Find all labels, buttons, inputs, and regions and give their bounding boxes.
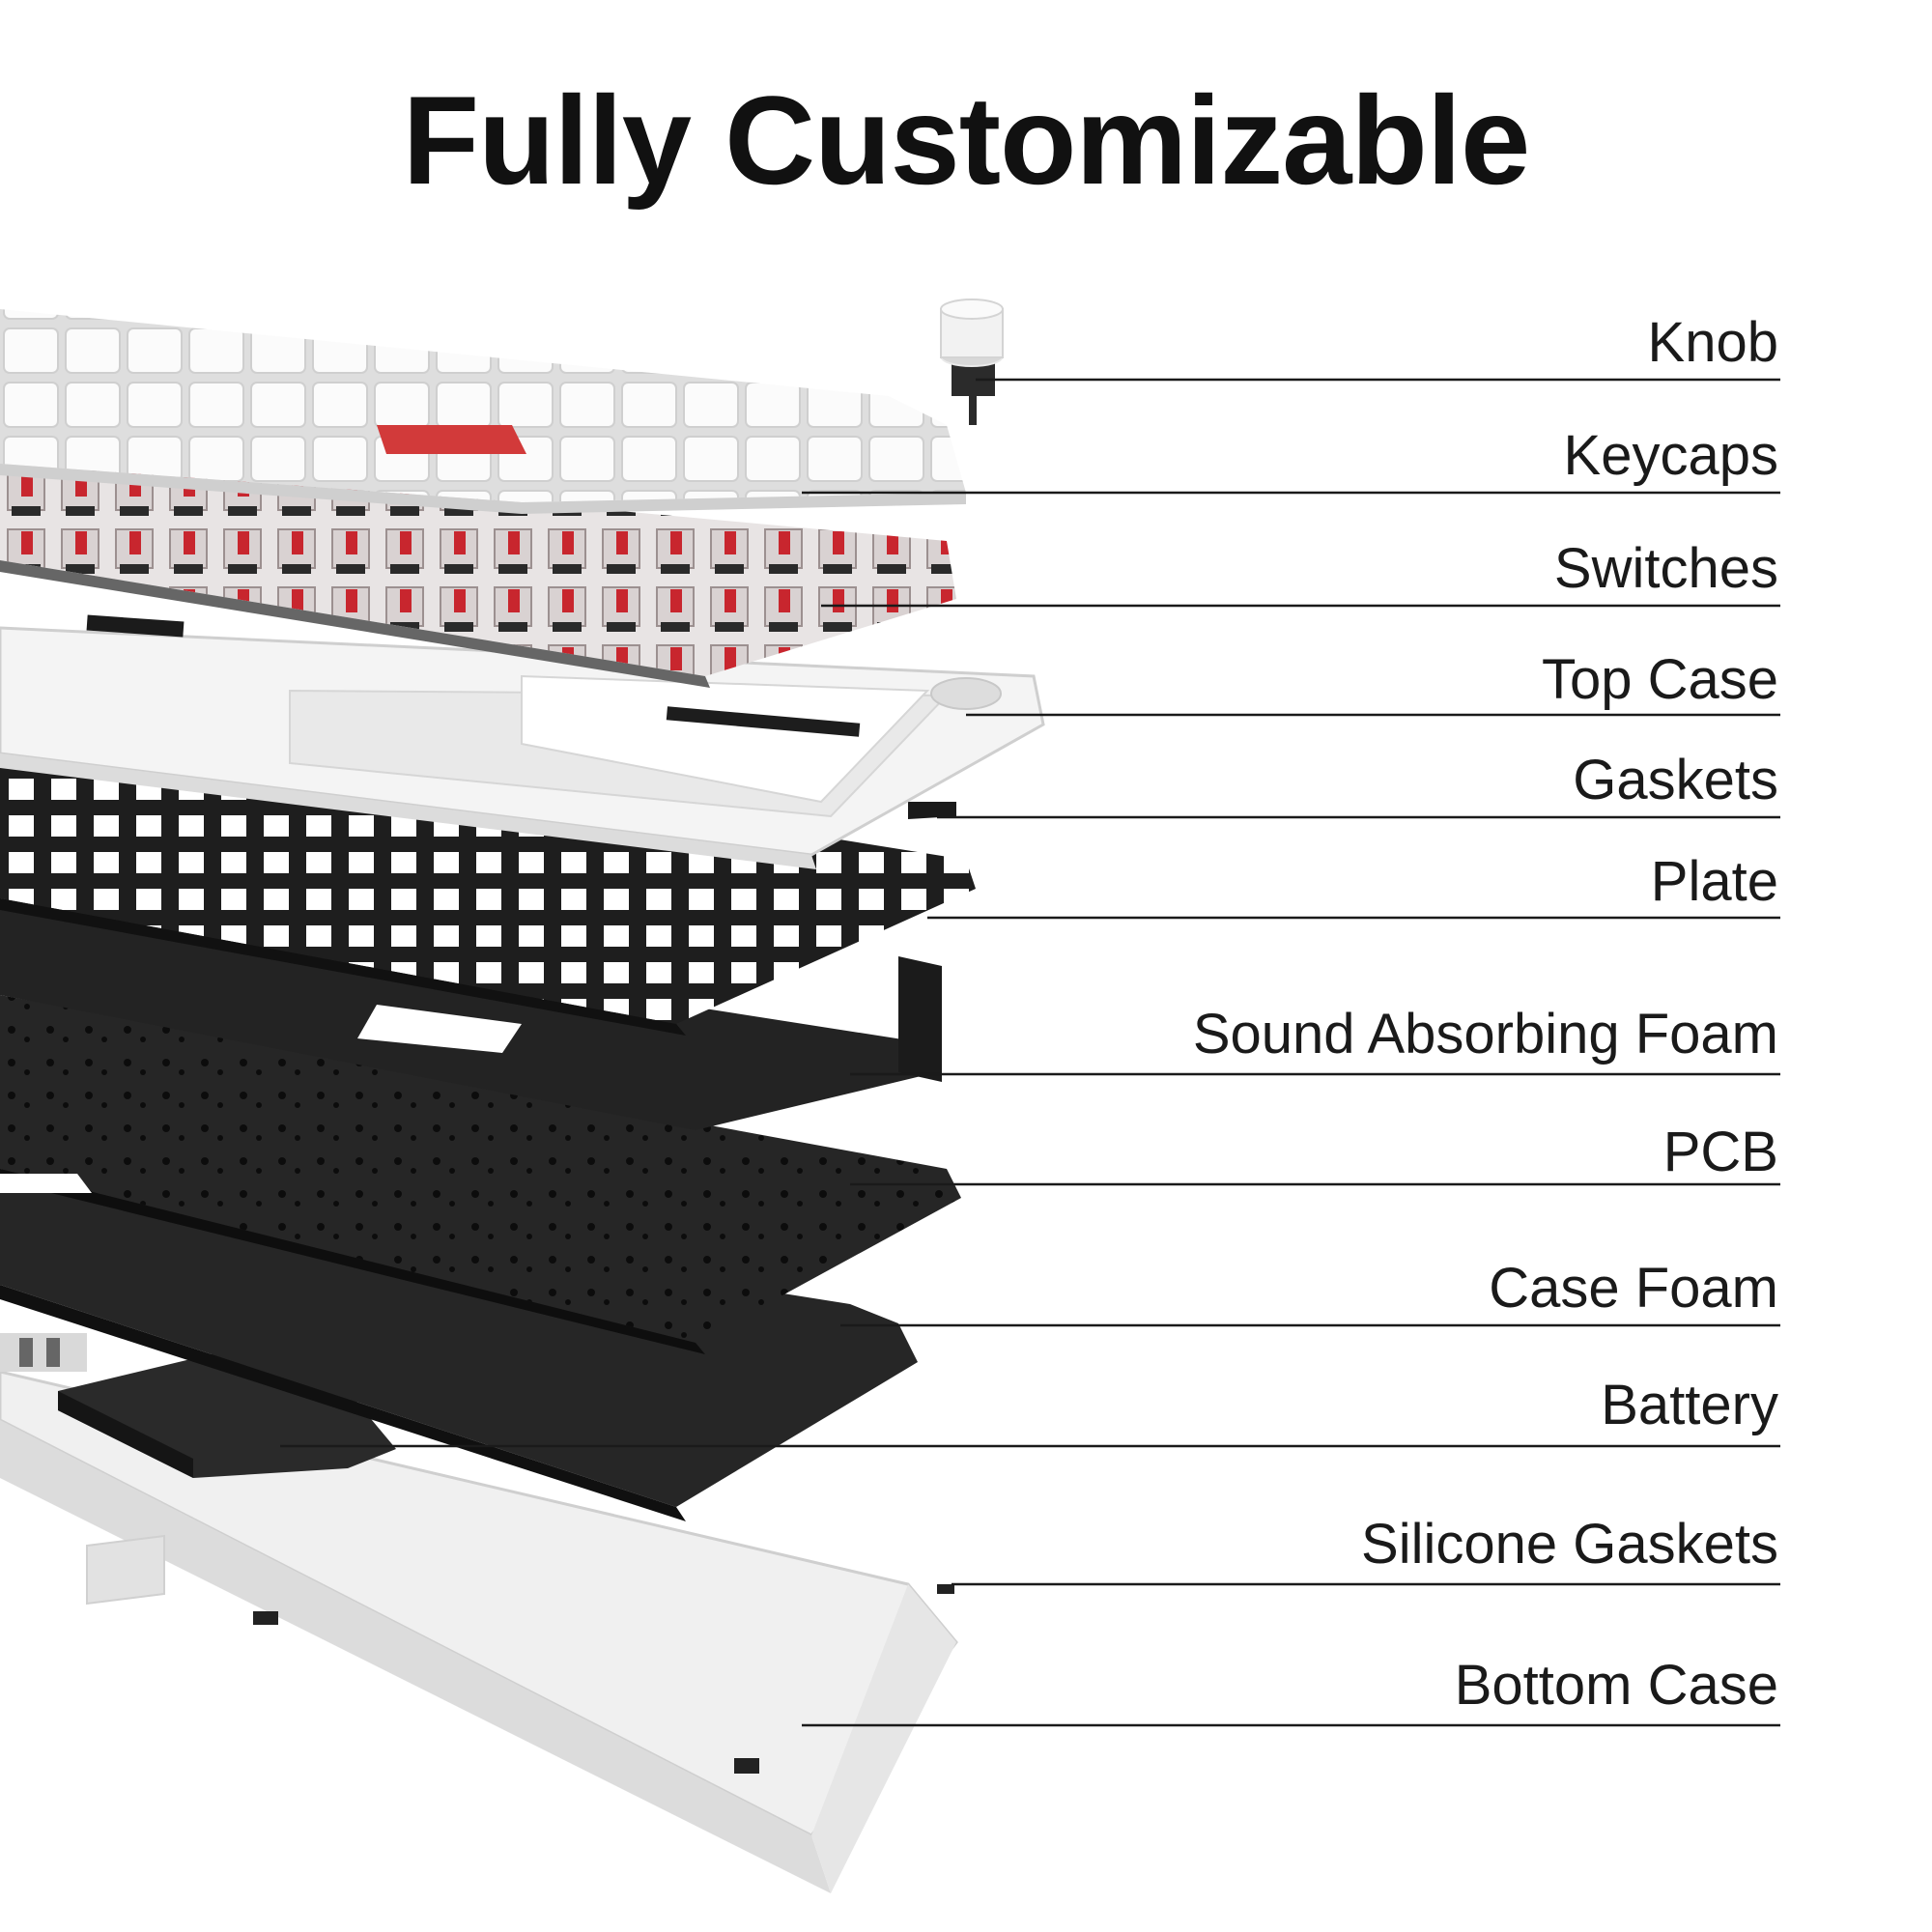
switches-part bbox=[0, 454, 956, 688]
gasket-bar-part bbox=[86, 614, 185, 638]
sound-absorbing-foam-part bbox=[0, 898, 942, 1130]
top-case-part bbox=[0, 626, 1045, 869]
label-gaskets: Gaskets bbox=[1573, 749, 1778, 811]
label-sound-absorbing-foam: Sound Absorbing Foam bbox=[1192, 1003, 1778, 1065]
label-silicone-gaskets: Silicone Gaskets bbox=[1361, 1513, 1778, 1576]
label-plate: Plate bbox=[1650, 850, 1778, 913]
label-knob: Knob bbox=[1647, 311, 1778, 374]
callout-lines bbox=[280, 378, 1780, 1727]
knob-part bbox=[940, 298, 1004, 425]
label-battery: Battery bbox=[1601, 1374, 1778, 1436]
label-bottom-case: Bottom Case bbox=[1454, 1654, 1778, 1717]
label-pcb: PCB bbox=[1662, 1121, 1778, 1183]
label-case-foam: Case Foam bbox=[1489, 1257, 1778, 1320]
label-switches: Switches bbox=[1553, 537, 1778, 600]
label-top-case: Top Case bbox=[1541, 648, 1778, 711]
label-keycaps: Keycaps bbox=[1563, 424, 1778, 487]
silicone-gasket-part bbox=[937, 1584, 954, 1594]
case-foam-part bbox=[0, 1169, 918, 1521]
gasket-strip-part bbox=[908, 802, 956, 819]
pcb-part bbox=[0, 995, 961, 1354]
bottom-case-part bbox=[0, 1370, 958, 1893]
page-title: Fully Customizable bbox=[402, 70, 1531, 211]
keycaps-part bbox=[0, 309, 966, 514]
